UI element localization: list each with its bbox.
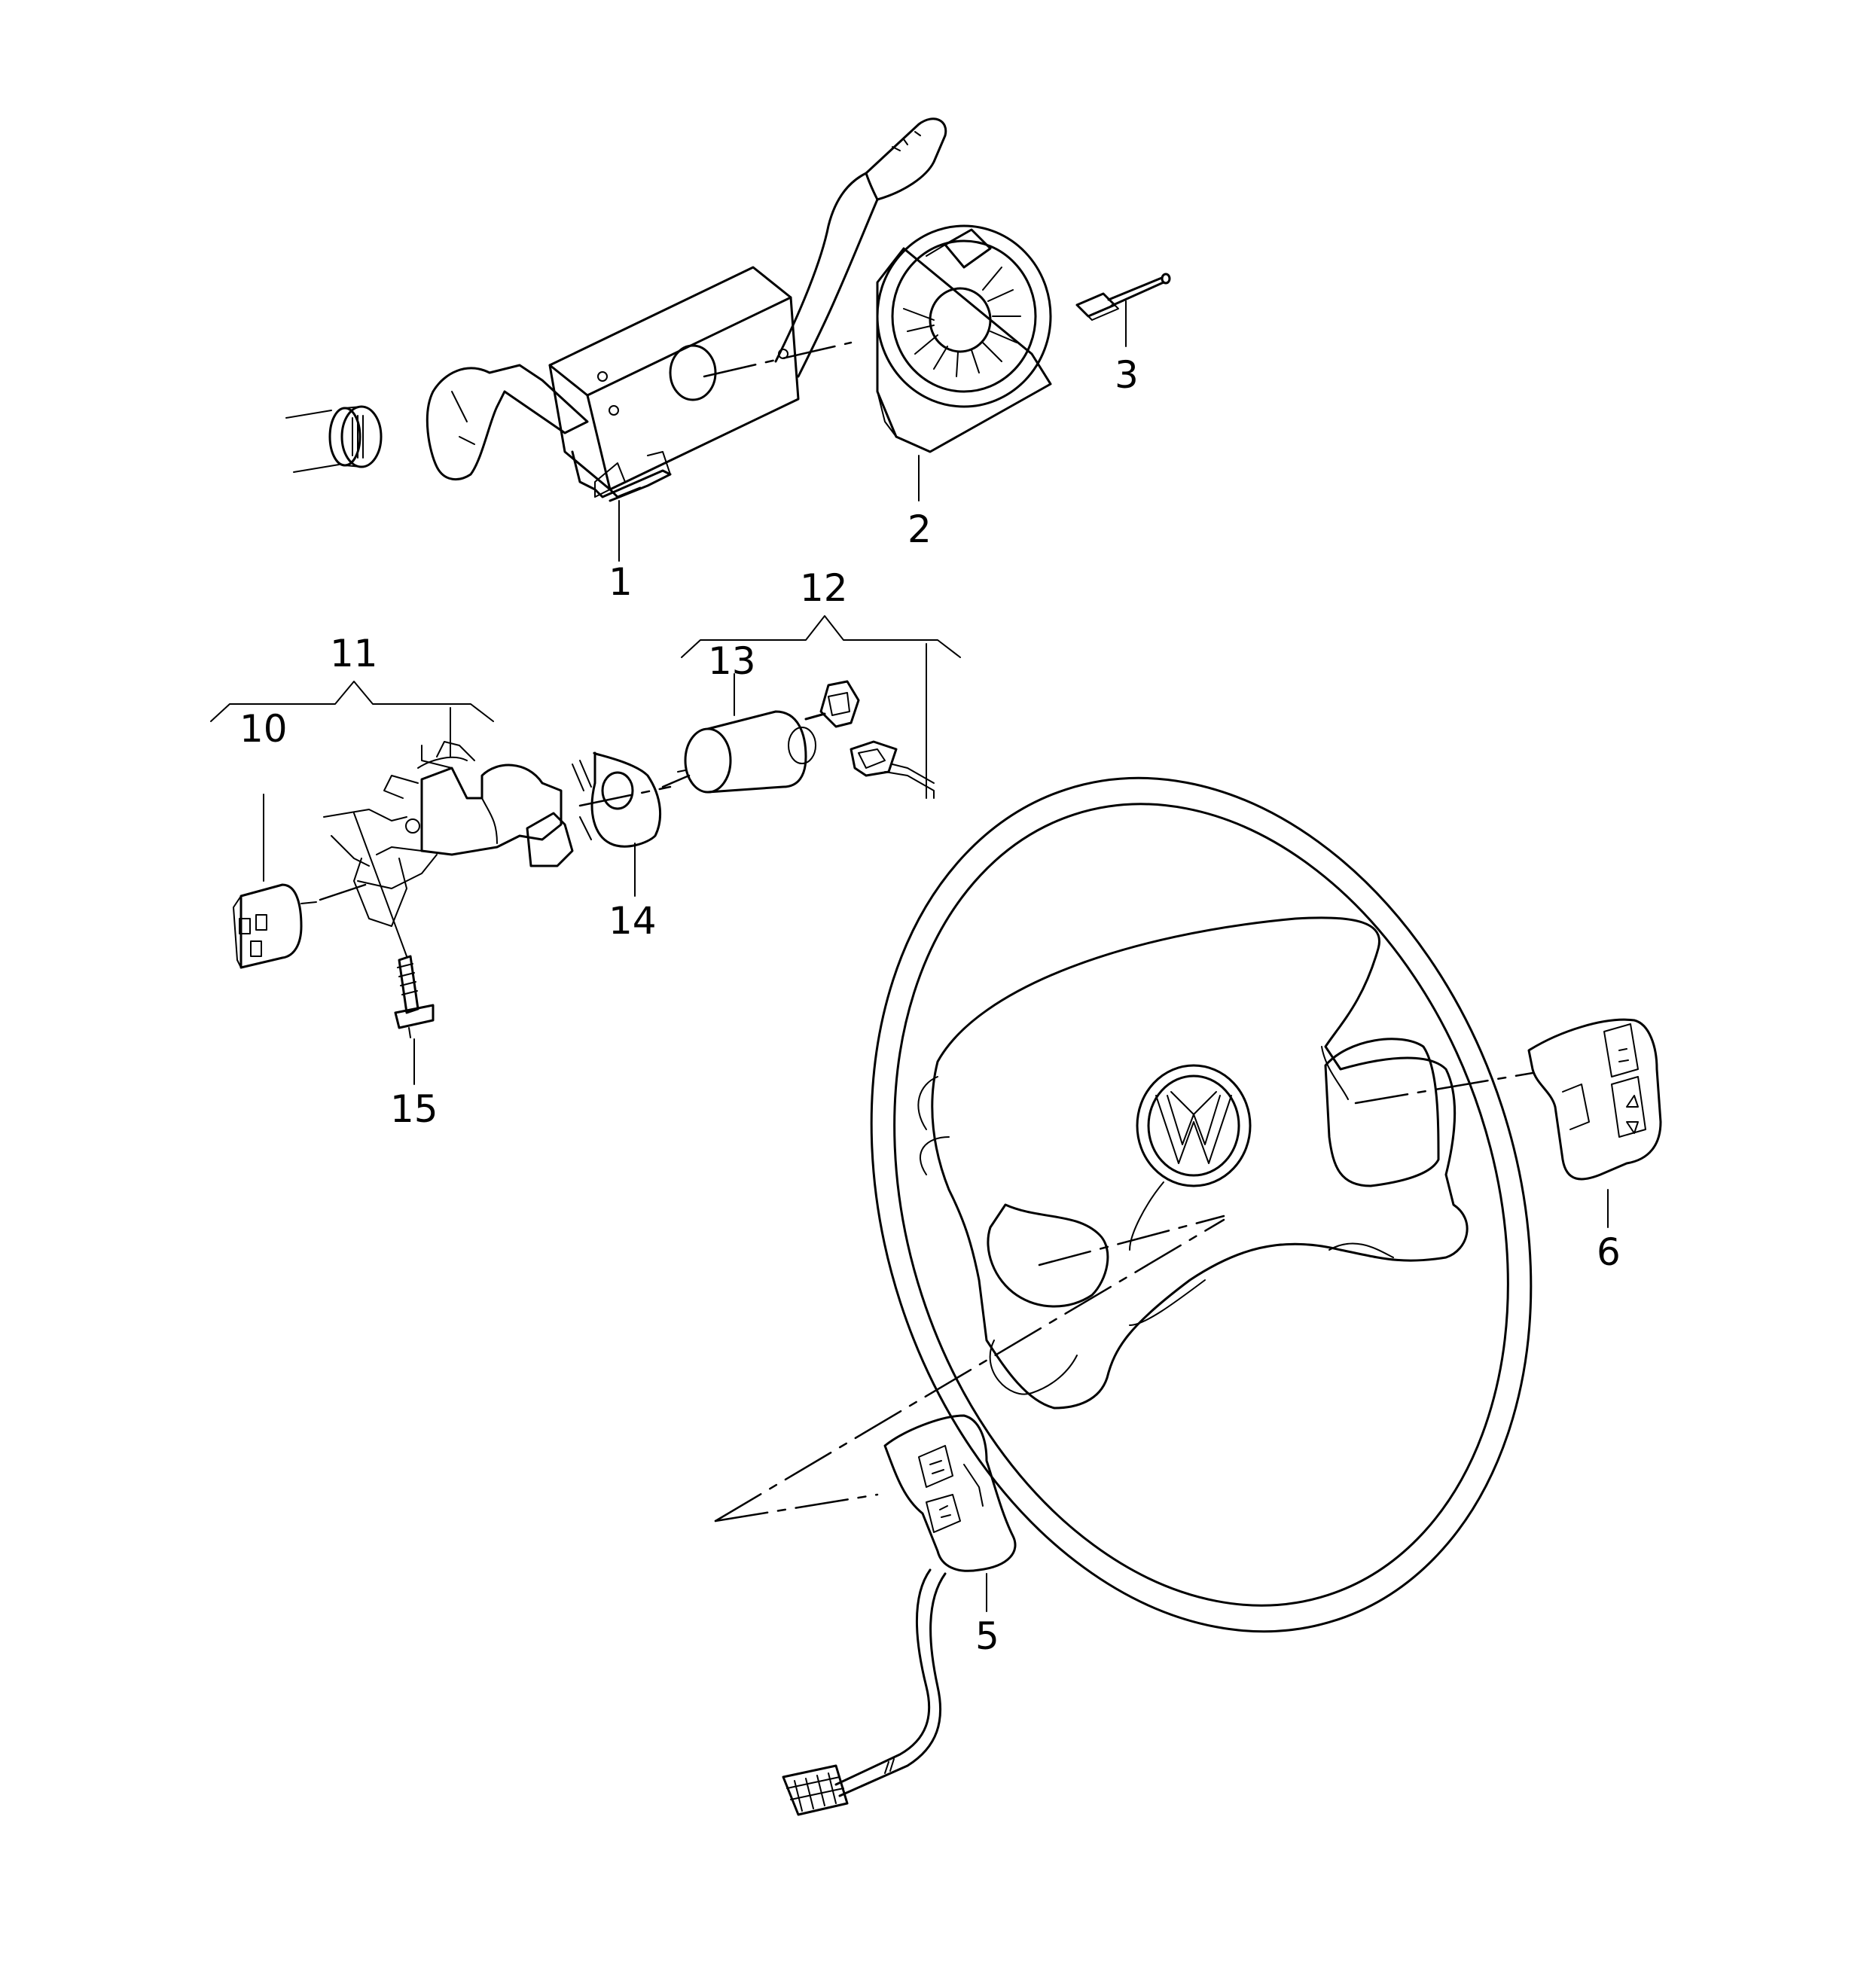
part-2-clock-spring[interactable] [876, 224, 1052, 453]
callout-6: 6 [1597, 1230, 1621, 1274]
centerline-5a [1038, 1215, 1225, 1266]
callout-15: 15 [390, 1087, 438, 1131]
callout-14: 14 [609, 899, 657, 943]
callout-5: 5 [975, 1614, 999, 1658]
callout-labels: 1 2 3 5 6 10 11 12 13 14 15 [239, 353, 1621, 1658]
centerline-10-11 [319, 883, 367, 901]
callout-11: 11 [330, 632, 378, 675]
part-10-connector[interactable] [233, 883, 317, 969]
centerline-14-13 [661, 774, 691, 788]
part-11-lock-housing[interactable] [323, 741, 574, 927]
part-13-lock-cylinder[interactable] [677, 710, 816, 794]
centerline-6 [1354, 1071, 1534, 1105]
part-12-keys[interactable] [804, 680, 935, 799]
part-3-connector-pin[interactable] [1075, 273, 1171, 321]
callout-10: 10 [239, 707, 288, 751]
part-15-bolt[interactable] [353, 812, 435, 1038]
centerline-11-14 [578, 785, 672, 807]
part-14-ring[interactable] [572, 751, 662, 848]
callout-1: 1 [609, 560, 633, 604]
part-5-left-button-module[interactable] [782, 1414, 1017, 1816]
steering-wheel[interactable] [765, 692, 1637, 1718]
callout-12: 12 [800, 566, 848, 610]
centerline-5c [714, 1493, 879, 1522]
callout-13: 13 [708, 639, 756, 683]
centerline-5b [714, 1218, 1225, 1522]
part-1-combination-switch[interactable] [426, 117, 947, 502]
centerline-1-2 [703, 341, 853, 378]
part-6-right-button-module[interactable] [1527, 1018, 1662, 1181]
vw-logo-icon [1136, 1064, 1252, 1187]
leader-lines [210, 300, 1609, 1612]
column-end-sleeve [285, 405, 383, 473]
callout-3: 3 [1115, 353, 1139, 397]
callout-2: 2 [907, 507, 932, 551]
